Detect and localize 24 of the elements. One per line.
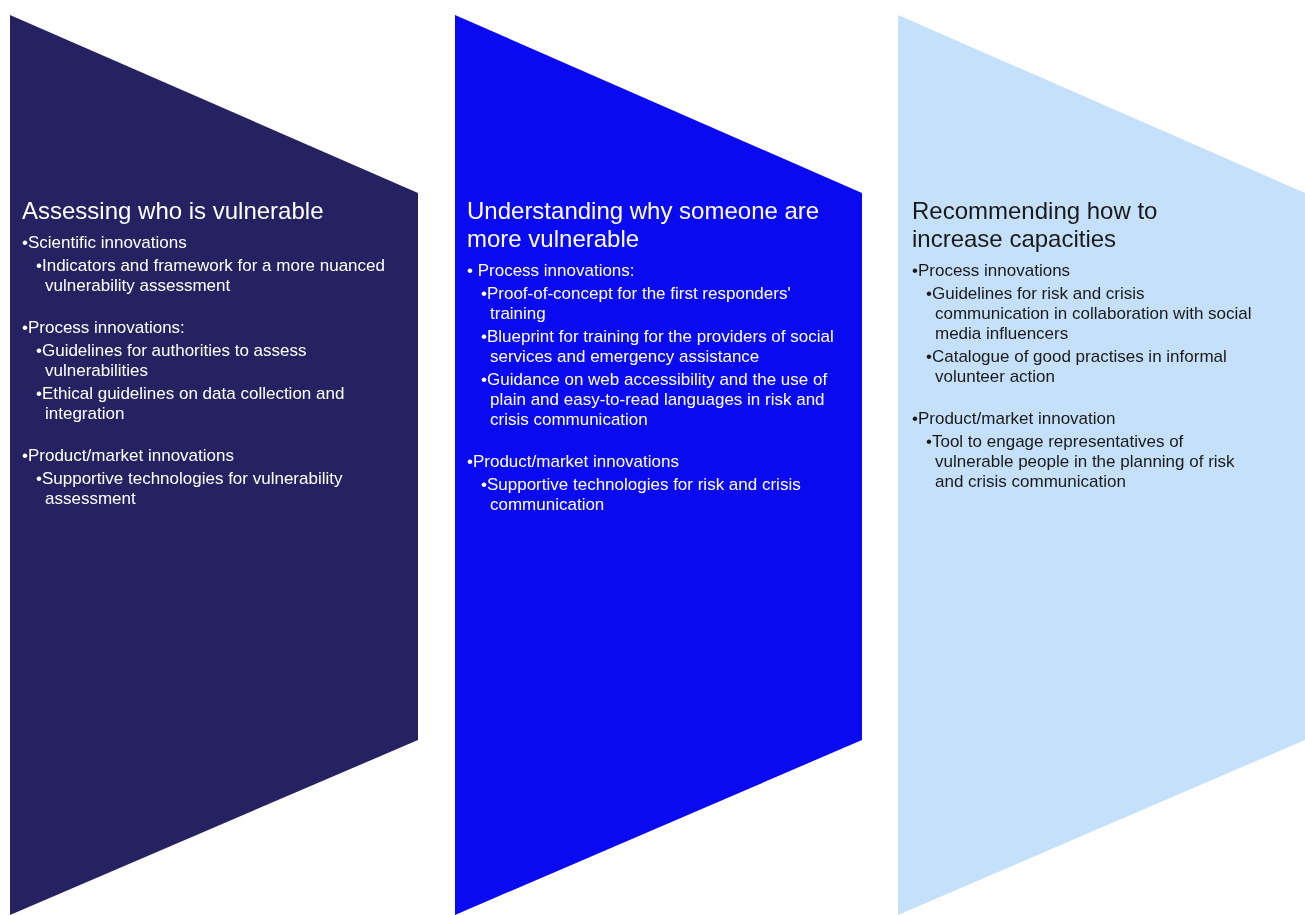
chevron-panel [898, 15, 1305, 915]
bullet-item: •Proof-of-concept for the first responders' training [481, 284, 792, 324]
bullet-item: •Catalogue of good practises in informal volunteer action [926, 347, 1228, 387]
bullet-item: •Guidance on web accessibility and the use of plain and easy-to-read languages in risk and crisis communication [481, 370, 829, 430]
bullet-item: •Product/market innovations [22, 446, 235, 466]
panel-heading: Recommending how to increase capacities [912, 197, 1159, 253]
bullet-item: •Tool to engage representatives of vulnerable people in the planning of risk and crisis communication [926, 432, 1236, 492]
bullet-item: •Guidelines for authorities to assess vulnerabilities [36, 341, 308, 381]
panel-heading: Assessing who is vulnerable [22, 197, 325, 225]
bullet-item: •Blueprint for training for the providers of social services and emergency assistance [481, 327, 835, 367]
bullet-item: • Process innovations: [467, 261, 636, 281]
bullet-item: •Supportive technologies for risk and crisis communication [481, 475, 802, 515]
bullet-item: •Supportive technologies for vulnerability assessment [36, 469, 344, 509]
bullet-item: •Scientific innovations [22, 233, 188, 253]
chevron-panel [455, 15, 862, 915]
chevron-panel [10, 15, 418, 915]
bullet-item: •Product/market innovations [467, 452, 680, 472]
bullet-item: •Indicators and framework for a more nuanced vulnerability assessment [36, 256, 386, 296]
bullet-item: •Ethical guidelines on data collection and integration [36, 384, 346, 424]
bullet-item: •Product/market innovation [912, 409, 1117, 429]
bullet-item: •Process innovations: [22, 318, 186, 338]
bullet-item: •Guidelines for risk and crisis communication in collaboration with social media influencers [926, 284, 1252, 344]
bullet-item: •Process innovations [912, 261, 1072, 281]
panel-heading: Understanding why someone are more vulnerable [467, 197, 821, 253]
